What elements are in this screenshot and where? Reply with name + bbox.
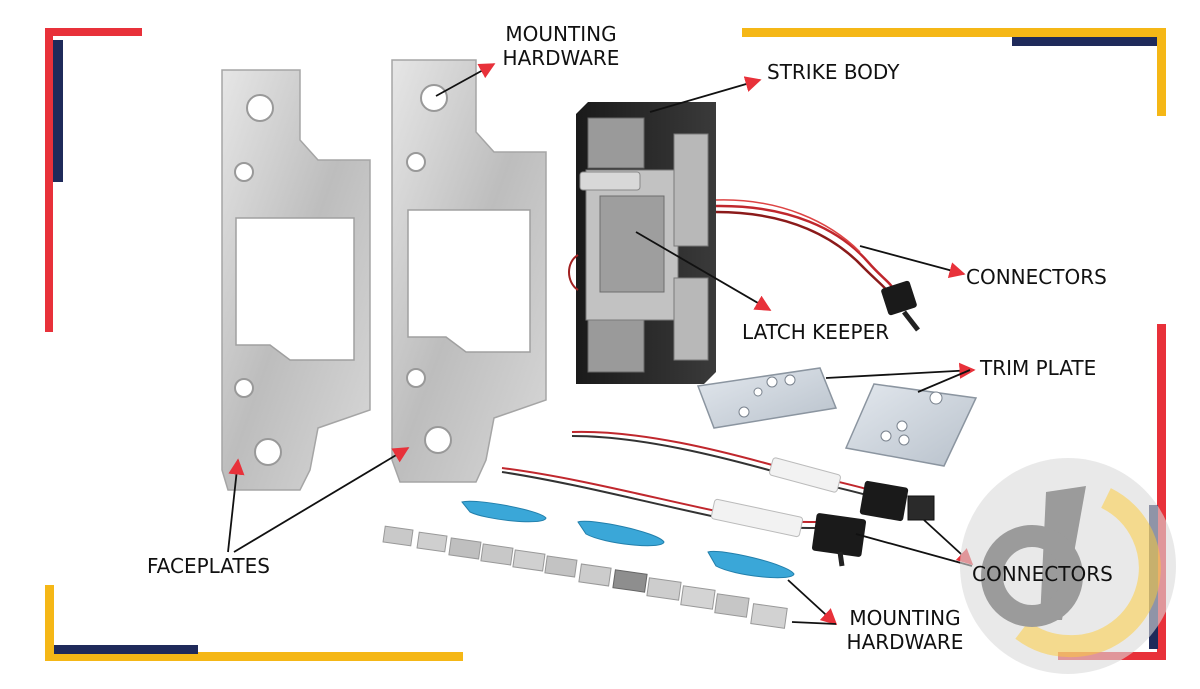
label-trim-plate: TRIM PLATE bbox=[980, 356, 1097, 380]
faceplate-right bbox=[391, 59, 547, 483]
strike-body bbox=[576, 102, 716, 384]
label-faceplates: FACEPLATES bbox=[147, 554, 270, 578]
strike-wires bbox=[568, 199, 920, 332]
brand-logo-icon bbox=[960, 458, 1176, 674]
label-connectors-bottom: CONNECTORS bbox=[972, 562, 1113, 586]
frame-corner-top-left bbox=[45, 28, 142, 332]
label-line: HARDWARE bbox=[502, 46, 620, 70]
faceplate-left bbox=[221, 69, 371, 491]
frame-corner-top-right bbox=[742, 28, 1166, 116]
label-line: MOUNTING bbox=[505, 22, 617, 46]
heat-shrink-tubes bbox=[461, 500, 795, 579]
label-line: MOUNTING bbox=[849, 606, 961, 630]
shim-plates bbox=[382, 525, 788, 629]
callout-arrows bbox=[227, 63, 976, 626]
label-latch-keeper: LATCH KEEPER bbox=[742, 320, 890, 344]
wire-harness bbox=[501, 430, 935, 567]
label-connectors-top: CONNECTORS bbox=[966, 265, 1107, 289]
frame-corner-bottom-left bbox=[45, 585, 463, 661]
trim-plate-right bbox=[844, 383, 978, 467]
label-line: HARDWARE bbox=[846, 630, 964, 654]
label-mounting-hardware-bottom: MOUNTING HARDWARE bbox=[840, 606, 970, 654]
label-mounting-hardware-top: MOUNTING HARDWARE bbox=[496, 22, 626, 70]
label-strike-body: STRIKE BODY bbox=[767, 60, 900, 84]
trim-plate-left bbox=[696, 367, 838, 429]
